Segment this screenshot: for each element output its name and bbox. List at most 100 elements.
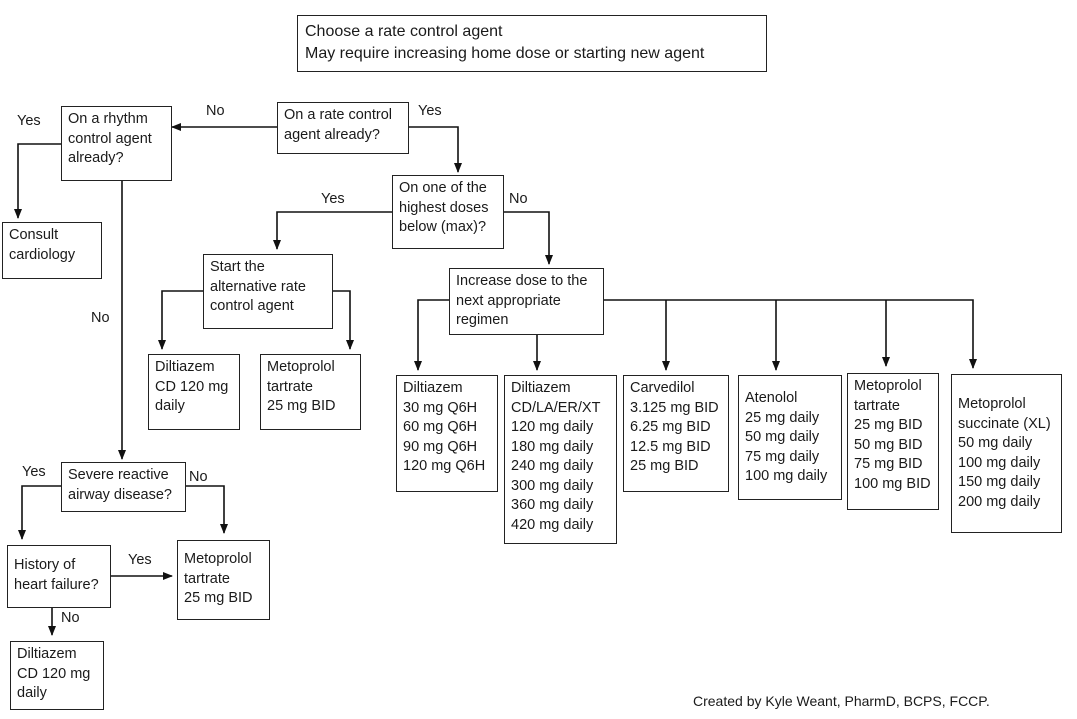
node-line: CD 120 mg	[155, 378, 229, 395]
edge-label-rhythm-no: No	[91, 310, 110, 326]
header-line: Choose a rate control agent	[305, 23, 503, 40]
edge-label-highest-yes: Yes	[321, 191, 345, 207]
regimen-line: 120 mg Q6H	[403, 458, 486, 474]
edge-label-hf-no: No	[61, 610, 80, 626]
consult-cardiology-box: Consult cardiology	[2, 222, 102, 279]
edge-airway-no	[185, 485, 228, 534]
regimen-line: 120 mg daily	[511, 419, 594, 435]
edge-label-rate-yes: Yes	[418, 103, 442, 119]
regimen-line: 12.5 mg BID	[630, 438, 711, 455]
rhythm-control-question: On a rhythm control agent already?	[61, 106, 172, 181]
regimen-line: 360 mg daily	[511, 497, 594, 513]
regimen-line: Atenolol	[745, 390, 798, 406]
edge-label-rate-no: No	[206, 103, 225, 119]
node-line: On a rhythm	[68, 111, 148, 127]
regimen-line: Diltiazem	[403, 380, 463, 396]
node-line: heart failure?	[14, 576, 99, 593]
edge-rate-yes	[408, 126, 462, 173]
node-line: daily	[17, 685, 47, 701]
header-box: Choose a rate control agent May require …	[297, 15, 767, 72]
regimen-atenolol: Atenolol 25 mg daily 50 mg daily 75 mg d…	[738, 375, 842, 500]
node-line: Diltiazem	[17, 646, 77, 662]
node-line: Consult	[9, 227, 59, 243]
regimen-line: 100 mg BID	[854, 475, 931, 492]
node-line: highest doses	[399, 199, 489, 216]
edge-inc-dilt-ir	[414, 299, 449, 371]
start-alternative-box: Start the alternative rate control agent	[203, 254, 333, 329]
edge-highest-yes	[273, 211, 393, 250]
regimen-line: 50 mg daily	[745, 429, 820, 445]
regimen-diltiazem-ir: Diltiazem 30 mg Q6H 60 mg Q6H 90 mg Q6H …	[396, 375, 498, 492]
regimen-metoprolol-succinate: Metoprolol succinate (XL) 50 mg daily 10…	[951, 374, 1062, 533]
regimen-line: Diltiazem	[511, 380, 571, 396]
alt-metoprolol-box: Metoprolol tartrate 25 mg BID	[260, 354, 361, 430]
edge-label-rhythm-yes: Yes	[17, 113, 41, 129]
node-line: agent already?	[284, 126, 380, 143]
node-line: tartrate	[267, 378, 313, 395]
regimen-line: 50 mg BID	[854, 436, 923, 453]
regimen-carvedilol: Carvedilol 3.125 mg BID 6.25 mg BID 12.5…	[623, 375, 729, 492]
regimen-line: Metoprolol	[854, 378, 922, 394]
edge-highest-no	[503, 211, 553, 265]
regimen-line: tartrate	[854, 397, 900, 414]
regimen-line: 180 mg daily	[511, 438, 594, 455]
edge-label-highest-no: No	[509, 191, 528, 207]
node-line: control agent	[68, 130, 152, 147]
node-line: CD 120 mg	[17, 665, 91, 682]
regimen-line: Metoprolol	[958, 396, 1026, 412]
regimen-line: 100 mg daily	[958, 454, 1041, 471]
node-line: alternative rate	[210, 278, 306, 295]
regimen-line: 200 mg daily	[958, 493, 1041, 510]
node-line: below (max)?	[399, 219, 487, 235]
regimen-line: 90 mg Q6H	[403, 438, 478, 455]
node-line: History of	[14, 557, 76, 573]
node-line: Metoprolol	[184, 551, 252, 567]
regimen-line: 240 mg daily	[511, 458, 594, 474]
edge-airway-yes	[18, 485, 62, 540]
node-line: Diltiazem	[155, 359, 215, 375]
node-line: 25 mg BID	[267, 398, 336, 414]
regimen-line: 30 mg Q6H	[403, 399, 478, 416]
node-line: already?	[68, 150, 124, 166]
airway-disease-question: Severe reactive airway disease?	[61, 462, 186, 512]
edge-inc-meto-succ	[603, 299, 977, 369]
regimen-diltiazem-er: Diltiazem CD/LA/ER/XT 120 mg daily 180 m…	[504, 375, 617, 544]
regimen-line: Carvedilol	[630, 380, 695, 396]
regimen-line: 100 mg daily	[745, 468, 828, 484]
node-line: regimen	[456, 312, 509, 328]
heart-failure-question: History of heart failure?	[7, 545, 111, 608]
regimen-line: 25 mg BID	[630, 458, 699, 474]
node-line: Start the	[210, 259, 265, 275]
regimen-line: 25 mg BID	[854, 417, 923, 433]
edge-label-airway-no: No	[189, 469, 208, 485]
regimen-line: 60 mg Q6H	[403, 419, 478, 435]
author-credit: Created by Kyle Weant, PharmD, BCPS, FCC…	[693, 693, 990, 709]
diltiazem-outcome-box: Diltiazem CD 120 mg daily	[10, 641, 104, 710]
node-line: next appropriate	[456, 292, 561, 309]
node-line: Severe reactive	[68, 467, 169, 483]
increase-dose-box: Increase dose to the next appropriate re…	[449, 268, 604, 335]
regimen-line: 50 mg daily	[958, 435, 1033, 451]
edge-label-airway-yes: Yes	[22, 464, 46, 480]
regimen-line: 75 mg daily	[745, 448, 820, 465]
highest-dose-question: On one of the highest doses below (max)?	[392, 175, 504, 249]
rate-control-question: On a rate control agent already?	[277, 102, 409, 154]
edge-rhythm-yes	[14, 143, 62, 219]
node-line: 25 mg BID	[184, 590, 253, 606]
header-line: May require increasing home dose or star…	[305, 44, 705, 62]
regimen-line: 300 mg daily	[511, 477, 594, 494]
metoprolol-outcome-box: Metoprolol tartrate 25 mg BID	[177, 540, 270, 620]
node-line: control agent	[210, 298, 294, 314]
regimen-line: CD/LA/ER/XT	[511, 399, 601, 416]
node-line: airway disease?	[68, 486, 172, 503]
edge-alt-dilt	[158, 290, 204, 350]
alt-diltiazem-box: Diltiazem CD 120 mg daily	[148, 354, 240, 430]
regimen-line: 75 mg BID	[854, 456, 923, 472]
regimen-line: 3.125 mg BID	[630, 399, 719, 416]
regimen-line: 420 mg daily	[511, 516, 594, 533]
regimen-line: succinate (XL)	[958, 415, 1051, 432]
regimen-line: 6.25 mg BID	[630, 419, 711, 435]
edge-alt-meto	[332, 290, 354, 350]
